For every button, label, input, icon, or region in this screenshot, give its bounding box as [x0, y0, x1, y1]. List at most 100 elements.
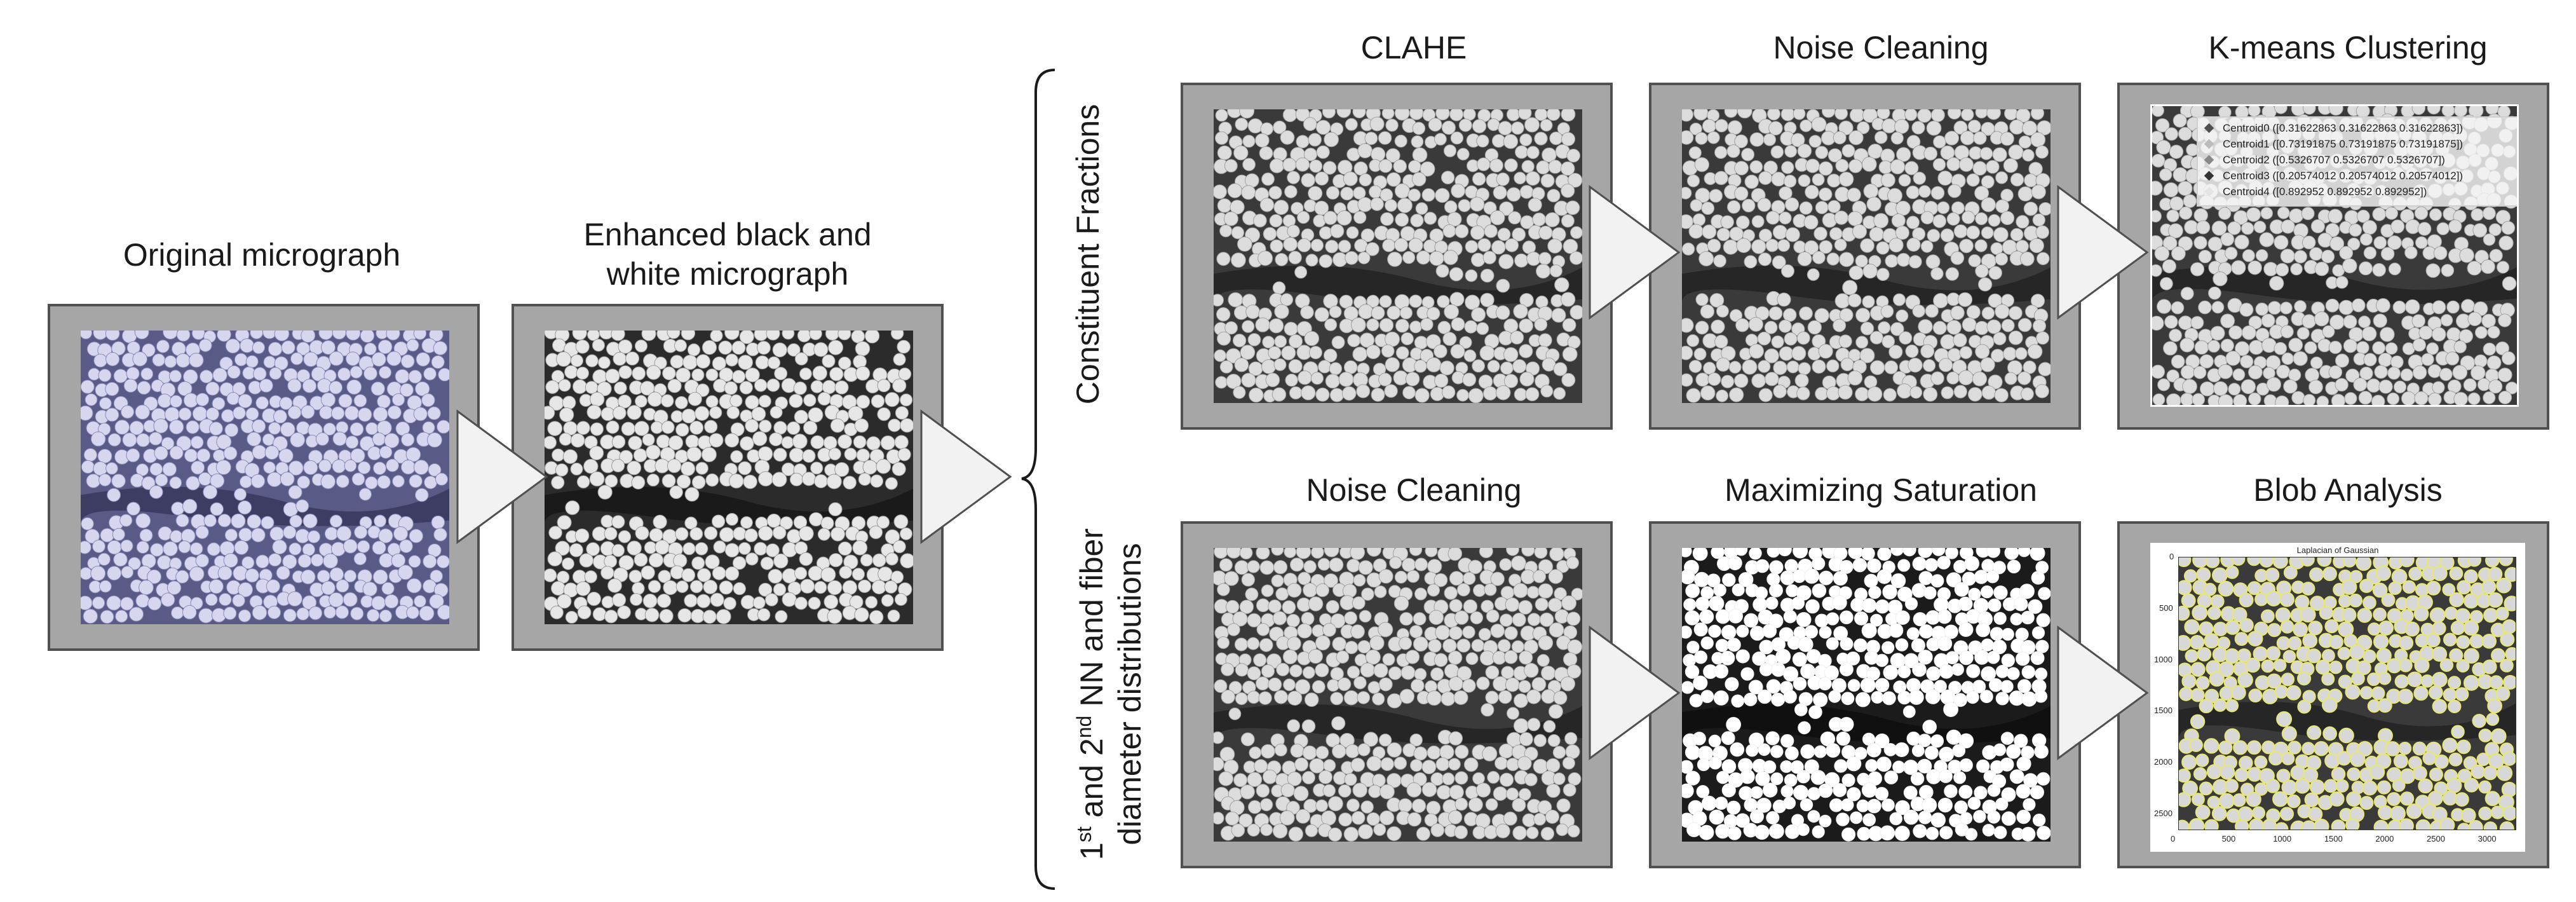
fiber-cross-section [276, 566, 290, 580]
fiber-cross-section [205, 407, 220, 421]
fiber-cross-section [1779, 346, 1794, 361]
fiber-cross-section [2171, 246, 2186, 261]
fiber-cross-section [2265, 779, 2281, 793]
fiber-cross-section [1897, 587, 1913, 602]
fiber-cross-section [2413, 685, 2429, 701]
fiber-cross-section [1410, 214, 1424, 228]
fiber-cross-section [2211, 301, 2225, 314]
fiber-cross-section [135, 404, 150, 420]
fiber-cross-section [336, 474, 349, 488]
fiber-cross-section [2003, 346, 2017, 361]
fiber-cross-section [794, 596, 808, 610]
fiber-cross-section [2388, 263, 2401, 276]
fiber-cross-section [1280, 293, 1294, 306]
fiber-cross-section [122, 432, 137, 448]
fiber-cross-section [1493, 186, 1507, 200]
fiber-cross-section [2194, 340, 2209, 355]
fiber-cross-section [252, 444, 267, 460]
fiber-cross-section [634, 421, 649, 436]
fiber-cross-section [111, 474, 126, 488]
fiber-cross-section [2451, 725, 2465, 739]
fiber-cross-section [1345, 251, 1359, 265]
fiber-cross-section [234, 540, 249, 555]
fiber-cross-section [310, 554, 324, 567]
fiber-cross-section [2280, 620, 2295, 634]
fiber-cross-section [1371, 388, 1385, 402]
fiber-cross-section [674, 339, 687, 352]
fiber-cross-section [2030, 651, 2045, 666]
fiber-cross-section [1214, 679, 1228, 693]
fiber-cross-section [2191, 793, 2205, 807]
fiber-cross-section [130, 473, 144, 488]
fiber-cross-section [2248, 392, 2261, 405]
fiber-cross-section [1888, 238, 1904, 253]
fiber-cross-section [644, 541, 657, 554]
fiber-cross-section [2190, 316, 2204, 330]
blob-y-tick-label: 500 [2159, 603, 2173, 613]
fiber-cross-section [1302, 770, 1315, 784]
fiber-cross-section [2349, 223, 2362, 237]
fiber-cross-section [635, 395, 647, 408]
fiber-cross-section [1685, 584, 1700, 598]
fiber-cross-section [223, 553, 238, 568]
fiber-cross-section [198, 338, 212, 352]
fiber-cross-section [1350, 548, 1366, 560]
fiber-cross-section [217, 514, 231, 528]
fiber-cross-section [1407, 188, 1421, 202]
fiber-cross-section [703, 580, 718, 594]
fiber-cross-section [2210, 594, 2225, 609]
fiber-cross-section [1974, 320, 1990, 336]
fiber-cross-section [1338, 371, 1354, 387]
fiber-cross-section [1560, 676, 1576, 692]
fiber-cross-section [681, 331, 696, 341]
fiber-cross-section [409, 474, 423, 488]
fiber-cross-section [613, 406, 627, 420]
fiber-cross-section [1286, 613, 1300, 628]
fiber-cross-section [2499, 821, 2514, 830]
fiber-cross-section [210, 502, 224, 516]
fiber-cross-section [1430, 823, 1445, 837]
fiber-cross-section [2363, 353, 2377, 367]
fiber-cross-section [2324, 619, 2339, 634]
fiber-cross-section [661, 420, 675, 434]
fiber-cross-section [1930, 734, 1944, 748]
fiber-cross-section [681, 461, 696, 476]
fiber-cross-section [1682, 186, 1692, 200]
fiber-cross-section [1472, 826, 1486, 840]
fiber-cross-section [1944, 130, 1960, 146]
fiber-cross-section [592, 339, 606, 352]
fiber-cross-section [1456, 666, 1472, 681]
fiber-cross-section [1451, 317, 1465, 332]
fiber-cross-section [1785, 227, 1800, 242]
fiber-cross-section [1773, 385, 1787, 399]
fiber-cross-section [1698, 251, 1714, 266]
fiber-cross-section [297, 475, 311, 489]
enhanced-title-line1: Enhanced black and [583, 217, 872, 252]
fiber-cross-section [377, 475, 391, 489]
fiber-cross-section [2280, 325, 2294, 339]
fiber-cross-section [1256, 548, 1270, 560]
fiber-cross-section [2505, 647, 2516, 661]
fiber-cross-section [2281, 751, 2295, 765]
fiber-cross-section [1564, 732, 1578, 745]
fiber-cross-section [2000, 757, 2014, 772]
fiber-cross-section [1338, 240, 1352, 253]
fiber-cross-section [2179, 338, 2195, 353]
noise-cleaning-bottom-svg [1214, 548, 1582, 842]
fiber-cross-section [646, 444, 661, 460]
fiber-cross-section [1937, 798, 1953, 813]
fiber-cross-section [564, 365, 578, 379]
fiber-cross-section [1317, 557, 1331, 571]
fiber-cross-section [1967, 120, 1981, 133]
fiber-cross-section [137, 381, 151, 395]
fiber-cross-section [1770, 772, 1784, 786]
fiber-cross-section [2343, 315, 2357, 329]
fiber-cross-section [2302, 633, 2318, 648]
fiber-cross-section [667, 379, 682, 393]
fiber-cross-section [238, 582, 254, 598]
fiber-cross-section [2190, 714, 2206, 729]
fiber-cross-section [2394, 674, 2409, 689]
fiber-cross-section [611, 331, 625, 341]
fiber-cross-section [1245, 304, 1260, 319]
fiber-cross-section [1255, 133, 1270, 148]
